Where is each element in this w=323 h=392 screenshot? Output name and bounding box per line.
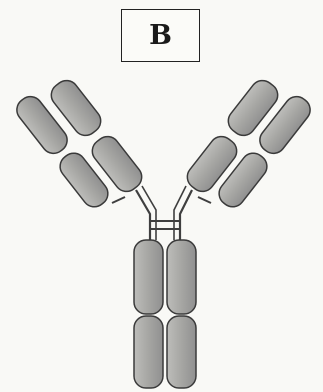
left-light-heavy-linker [112,197,125,203]
fc-region [134,240,196,388]
hinge-region [136,186,192,240]
right-hinge-strand [180,190,192,240]
fc-left-upper-domain [134,240,163,314]
right-light-heavy-linker [198,197,211,203]
fc-right-upper-domain [167,240,196,314]
fc-right-lower-domain [167,316,196,388]
fc-left-lower-domain [134,316,163,388]
